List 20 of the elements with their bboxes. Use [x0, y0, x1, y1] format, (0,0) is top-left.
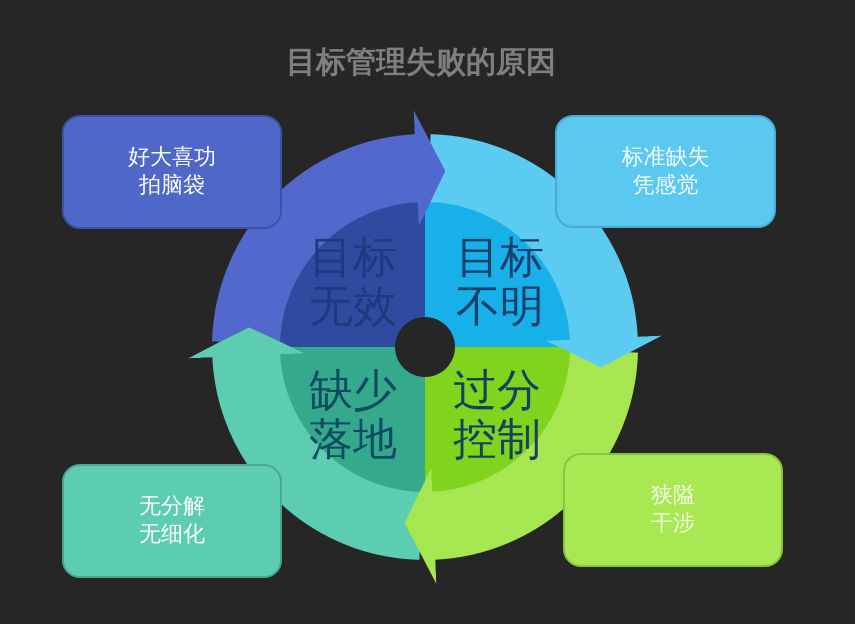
box-text: 干涉 [651, 510, 695, 538]
quadrant-sector [278, 200, 425, 347]
box-text: 拍脑袋 [139, 172, 205, 200]
box-text: 凭感觉 [632, 172, 698, 200]
box-text: 无细化 [139, 521, 205, 549]
title: 目标管理失败的原因 [285, 45, 557, 81]
text-box [62, 115, 282, 229]
sector-label: 过分控制 [452, 366, 542, 464]
box-text: 好大喜功 [128, 144, 216, 172]
box-text: 狭隘 [651, 482, 695, 510]
box-text: 无分解 [139, 493, 205, 521]
text-box [62, 464, 282, 578]
box-text: 标准缺失 [622, 144, 710, 172]
quadrant-sector [425, 347, 572, 494]
quadrant-sector [425, 200, 572, 347]
text-box [563, 453, 783, 567]
text-box [555, 115, 776, 228]
quadrant-sector [278, 347, 425, 494]
sector-label: 缺少落地 [308, 366, 398, 464]
sector-label: 目标不明 [455, 233, 545, 331]
